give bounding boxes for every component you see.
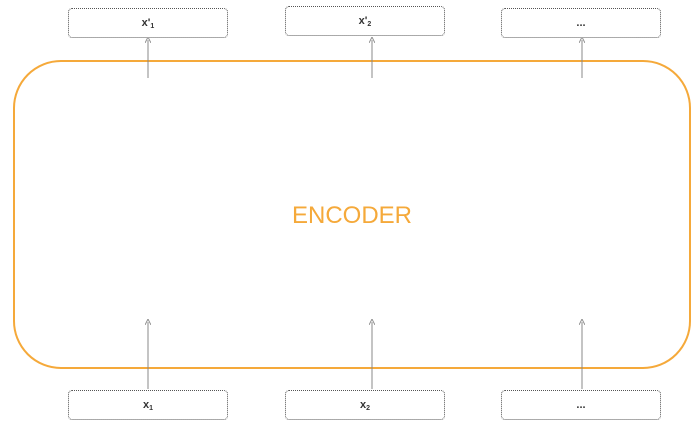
- output-token-ellipsis: ...: [501, 8, 661, 38]
- output-token-1-base: x': [141, 17, 151, 29]
- encoder-label: ENCODER: [291, 201, 412, 229]
- input-token-1-sub: 1: [149, 404, 154, 412]
- output-token-2: x'2: [285, 6, 445, 36]
- output-token-2-base: x': [358, 15, 368, 27]
- input-token-2-sub: 2: [366, 404, 371, 412]
- output-token-1-sub: 1: [150, 22, 155, 30]
- input-token-1-base: x: [142, 399, 150, 411]
- input-token-3-base: ...: [576, 399, 586, 411]
- output-token-1: x'1: [68, 8, 228, 38]
- input-token-2-base: x: [359, 399, 367, 411]
- encoder-block: ENCODER: [13, 60, 691, 369]
- output-token-3-base: ...: [576, 17, 586, 29]
- input-token-ellipsis: ...: [501, 390, 661, 420]
- output-token-2-sub: 2: [367, 20, 372, 28]
